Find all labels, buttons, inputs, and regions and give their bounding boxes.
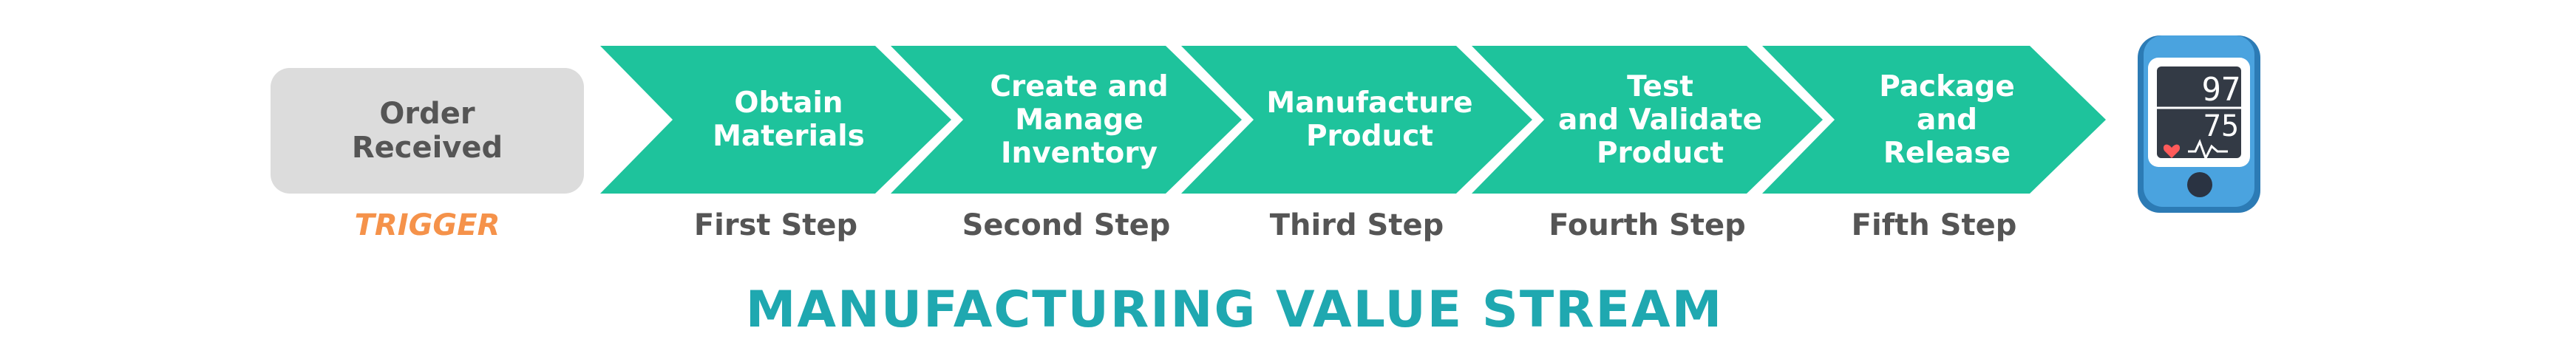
step-text-4: Test and Validate Product <box>1557 69 1762 170</box>
step-text-1: Obtain Materials <box>713 86 865 153</box>
step-arrow-3 <box>1181 46 1532 194</box>
step-arrows <box>600 46 2106 194</box>
pulse-wave-icon <box>2188 139 2228 161</box>
device-button <box>2187 172 2212 197</box>
step-label-2: Second Step <box>962 208 1171 242</box>
step-arrow-2 <box>891 46 1242 194</box>
step-text-2: Create and Manage Inventory <box>990 69 1169 170</box>
pulse-oximeter-icon: 97 75 <box>2138 35 2260 213</box>
trigger-box-text: Order Received <box>351 97 503 165</box>
step-label-4: Fourth Step <box>1549 208 1746 242</box>
step-arrow-4 <box>1472 46 1823 194</box>
trigger-label: TRIGGER <box>354 208 500 242</box>
diagram-title: MANUFACTURING VALUE STREAM <box>745 281 1724 339</box>
step-text-3: Manufacture Product <box>1266 86 1473 153</box>
step-arrow-5 <box>1762 46 2106 194</box>
step-label-3: Third Step <box>1269 208 1444 242</box>
pulse-reading: 75 <box>2203 109 2239 143</box>
step-text-5: Package and Release <box>1879 69 2015 170</box>
step-label-5: Fifth Step <box>1851 208 2017 242</box>
step-arrow-1 <box>600 46 951 194</box>
order-received-box: Order Received <box>271 68 584 194</box>
step-label-1: First Step <box>693 208 858 242</box>
oxygen-reading: 97 <box>2202 71 2241 109</box>
heart-icon <box>2163 144 2181 158</box>
